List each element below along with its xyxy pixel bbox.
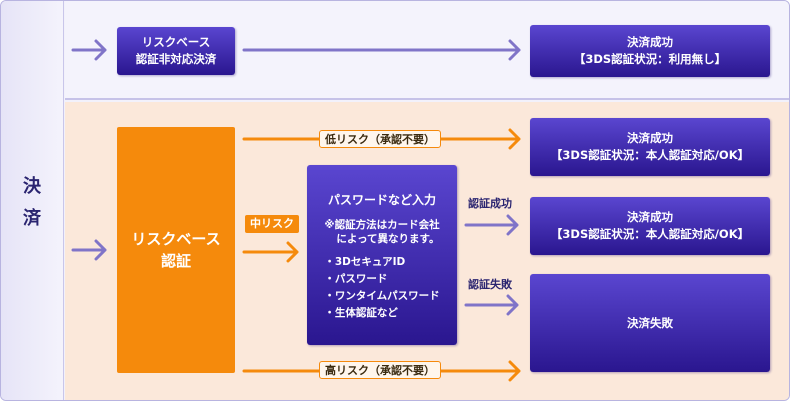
auth-method-list: ・3DセキュアID ・パスワード ・ワンタイムパスワード ・生体認証など <box>324 254 439 322</box>
success-ok-box-1: 決済成功 【3DS認証状況：本人認証対応/OK】 <box>530 118 770 176</box>
arrow-top-entry <box>71 39 107 61</box>
password-box-title: パスワードなど入力 <box>327 193 436 207</box>
rba-unsupported-box: リスクベース 認証非対応決済 <box>117 27 235 75</box>
rba-box-line1: リスクベース <box>131 230 221 248</box>
auth-success-label: 認証成功 <box>468 197 512 210</box>
password-box-note-line2: によって異なります。 <box>336 233 440 245</box>
auth-method-item: ・ワンタイムパスワード <box>324 290 440 302</box>
success-ok-box-1-line2: 【3DS認証状況：本人認証対応/OK】 <box>550 148 750 162</box>
arrow-mid-risk <box>242 241 299 263</box>
mid-risk-tag: 中リスク <box>245 215 299 233</box>
success-no-3ds-line1: 決済成功 <box>627 35 673 49</box>
arrow-auth-success <box>464 214 519 236</box>
rba-unsupported-line1: リスクベース <box>141 35 211 49</box>
side-panel: 決済 <box>1 1 64 400</box>
success-ok-box-2-line1: 決済成功 <box>627 210 673 224</box>
password-box-note: ※認証方法はカード会社 によって異なります。 <box>324 218 439 246</box>
success-ok-box-2-line2: 【3DS認証状況：本人認証対応/OK】 <box>550 227 750 241</box>
low-risk-tag: 低リスク（承認不要） <box>319 130 441 148</box>
arrow-top-to-success <box>242 39 521 61</box>
rba-box: リスクベース 認証 <box>117 127 235 373</box>
success-ok-box-2: 決済成功 【3DS認証状況：本人認証対応/OK】 <box>530 197 770 255</box>
auth-fail-label: 認証失敗 <box>468 278 512 291</box>
success-no-3ds-line2: 【3DS認証状況：利用無し】 <box>573 52 727 66</box>
rba-unsupported-line2: 認証非対応決済 <box>135 52 217 66</box>
success-ok-box-1-line1: 決済成功 <box>627 131 673 145</box>
success-no-3ds-box: 決済成功 【3DS認証状況：利用無し】 <box>530 25 770 77</box>
auth-method-item: ・パスワード <box>324 273 388 285</box>
rba-box-line2: 認証 <box>160 252 191 270</box>
payment-failed-box: 決済失敗 <box>530 274 770 372</box>
arrow-auth-fail <box>464 294 519 316</box>
high-risk-tag: 高リスク（承認不要） <box>319 361 441 379</box>
side-label: 決済 <box>23 176 41 229</box>
auth-method-item: ・3DセキュアID <box>324 256 406 268</box>
auth-method-item: ・生体認証など <box>324 307 398 319</box>
arrow-bottom-entry <box>71 239 107 261</box>
password-input-box: パスワードなど入力 ※認証方法はカード会社 によって異なります。 ・3Dセキュア… <box>307 165 457 345</box>
password-box-note-line1: ※認証方法はカード会社 <box>324 219 440 231</box>
payment-failed-label: 決済失敗 <box>627 315 673 330</box>
